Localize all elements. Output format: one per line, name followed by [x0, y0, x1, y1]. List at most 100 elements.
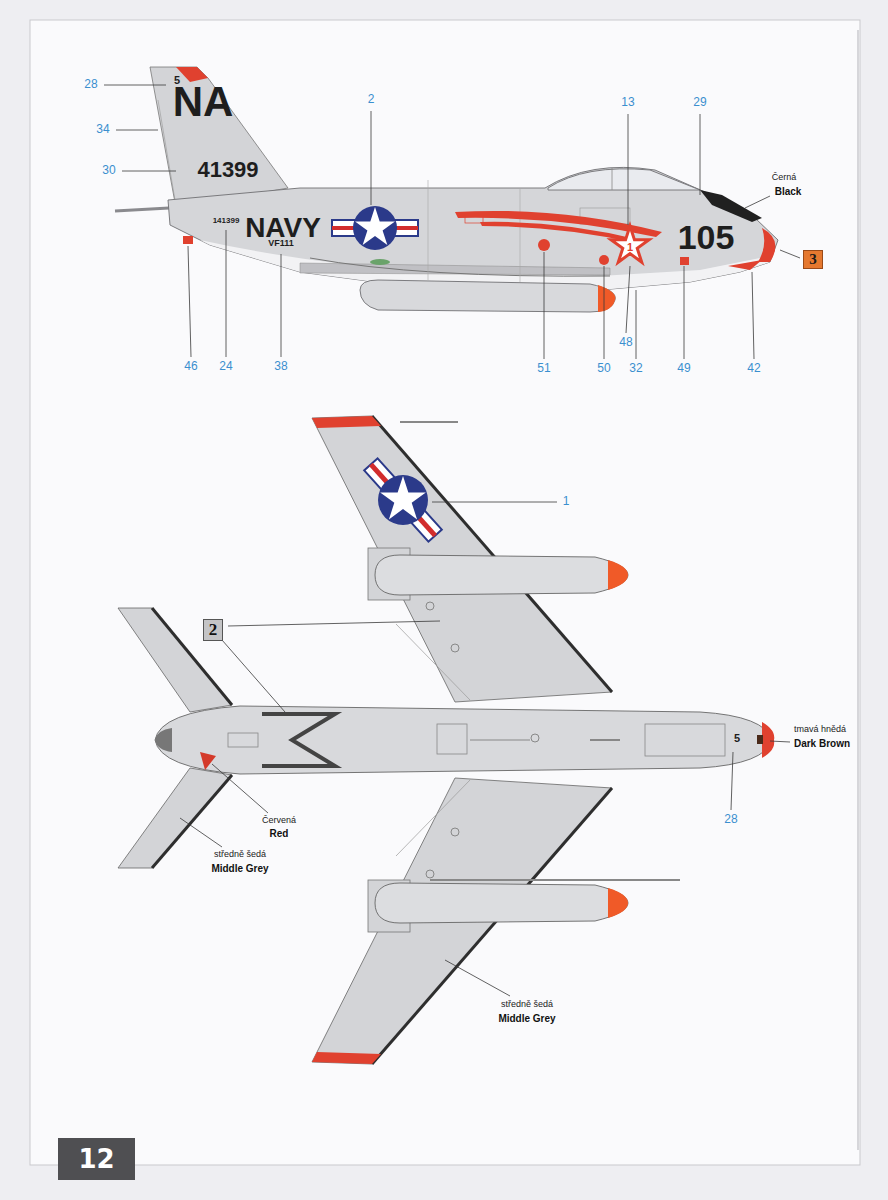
serial-small: 141399 [213, 217, 240, 226]
tank-tip [598, 285, 615, 312]
leader-line [226, 230, 227, 357]
leader-line [228, 621, 440, 626]
callout-number: 32 [629, 362, 642, 375]
leader-line [636, 290, 637, 359]
callout-number: 49 [677, 362, 690, 375]
bottom-view [118, 416, 774, 1064]
leader-line [371, 111, 372, 205]
callout-number: 2 [368, 93, 375, 106]
tank-tip [608, 560, 628, 590]
callout-number: 38 [274, 360, 287, 373]
pitot [400, 421, 458, 423]
leader-line [628, 114, 629, 225]
color-name: Dark Brown [794, 738, 850, 749]
leader-line [281, 254, 282, 357]
leader-line [626, 266, 630, 333]
color-name: tmavá hnědá [794, 725, 846, 735]
color-name: Middle Grey [498, 1013, 555, 1024]
red-marking [680, 257, 689, 265]
box-text: 12 [78, 1144, 114, 1174]
callout-number: 28 [84, 78, 97, 91]
page-number-box: 12 [58, 1138, 135, 1180]
panel [437, 724, 467, 754]
canopy [548, 169, 700, 190]
tank-tip [608, 888, 628, 918]
callout-number: 30 [102, 164, 115, 177]
red-marking [538, 239, 550, 251]
callout-number: 42 [747, 362, 760, 375]
callout-number: 13 [621, 96, 634, 109]
insignia-stripe [369, 463, 437, 538]
anti-glare [700, 190, 762, 222]
red-marking [200, 752, 216, 770]
drop-tank [360, 280, 615, 312]
page-frame [30, 20, 860, 1165]
leader-line [445, 960, 510, 996]
panel [228, 733, 258, 747]
wing-light [370, 259, 390, 265]
modex-number: 105 [678, 219, 735, 256]
leader-lines [104, 85, 800, 359]
callout-number: 46 [184, 360, 197, 373]
insignia-bar [364, 458, 442, 541]
paint-number-box: 2 [203, 619, 223, 641]
callout-number: 24 [219, 360, 232, 373]
callout-number: 1 [563, 495, 570, 508]
nose-red [758, 228, 775, 262]
leader-line [104, 85, 166, 86]
tail-digit: 5 [174, 74, 180, 86]
callout-number: 28 [724, 813, 737, 826]
canopy-frame [612, 168, 613, 190]
red-star [611, 226, 649, 262]
red-marking [599, 255, 609, 265]
intake-line [310, 258, 610, 276]
nose-chevron [728, 260, 762, 270]
insignia-disc [378, 475, 428, 525]
panel [426, 870, 434, 878]
side-view [115, 67, 778, 312]
panel [531, 734, 539, 742]
color-name: středně šedá [214, 850, 266, 860]
leading-edge [152, 608, 232, 705]
leader-line [544, 252, 545, 359]
tail-cone [155, 728, 172, 752]
insignia-disc [353, 206, 397, 250]
box-text: 3 [809, 251, 817, 268]
nose-red [762, 722, 774, 758]
leader-line [432, 502, 557, 503]
color-name: středně šedá [501, 1000, 553, 1010]
color-name: Red [270, 828, 289, 839]
probe [430, 879, 680, 881]
callout-number: 48 [619, 336, 632, 349]
page-edge [857, 30, 859, 1150]
national-insignia [332, 206, 418, 250]
leader-line [212, 764, 268, 813]
red-marking [183, 236, 193, 244]
panel-line [470, 740, 530, 741]
leader-line [222, 640, 285, 712]
leader-lines [180, 502, 790, 996]
box-text: 2 [209, 620, 218, 640]
national-insignia [364, 458, 442, 541]
drop-tank [375, 555, 628, 595]
leader-line [188, 246, 191, 357]
callout-number: 50 [597, 362, 610, 375]
insignia-bars [364, 458, 442, 541]
panel-line [158, 100, 175, 200]
insignia-star [355, 207, 395, 245]
leader-line [770, 741, 790, 742]
leader-line [604, 266, 605, 359]
flap-line [396, 624, 470, 700]
leader-line [731, 752, 733, 810]
panel [645, 724, 725, 756]
leader-line [116, 130, 158, 131]
leader-line [122, 171, 176, 172]
paint-number-box: 3 [803, 250, 823, 269]
fuselage [155, 706, 772, 774]
insignia-star [380, 476, 426, 519]
color-name: Black [775, 186, 802, 197]
